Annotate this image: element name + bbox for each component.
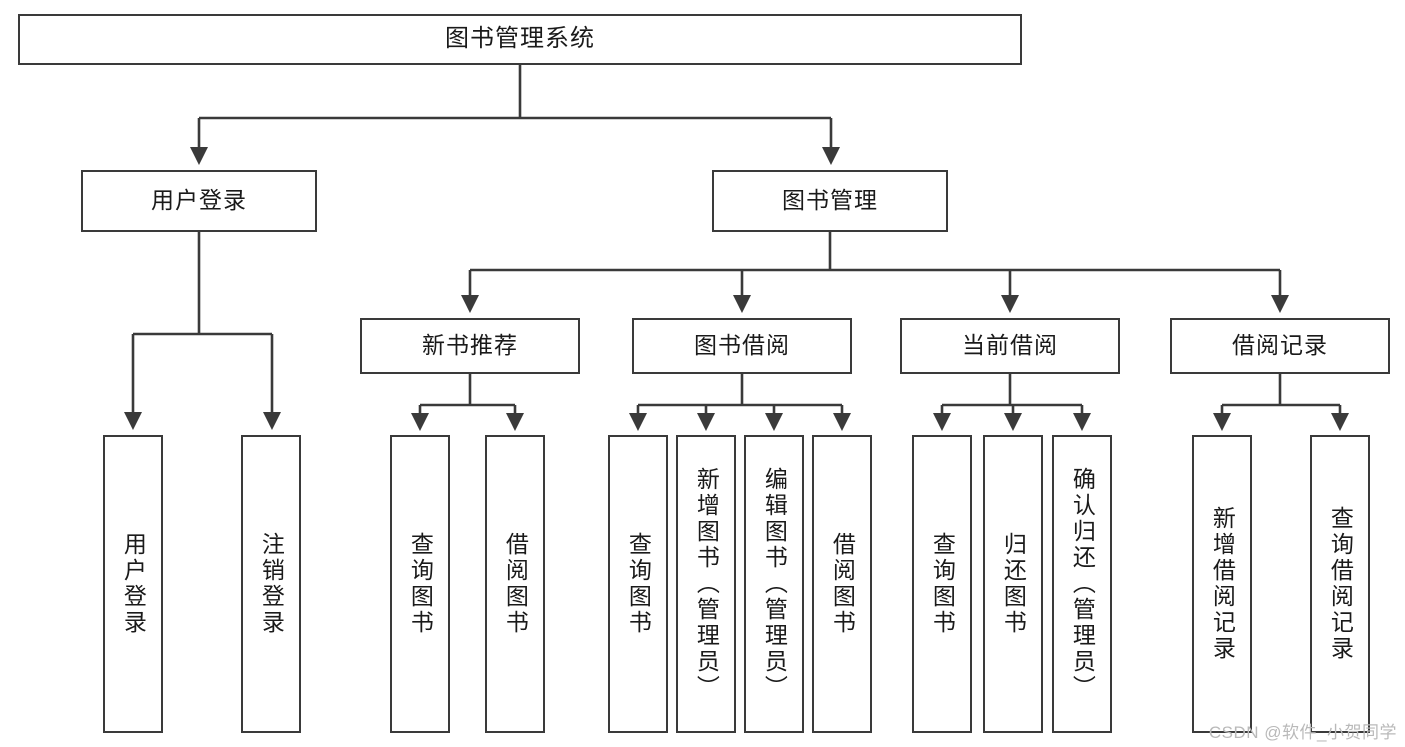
node-user-login-leaf[interactable]: 用户登录 <box>103 435 163 733</box>
node-query-book-3-label: 查询图书 <box>929 532 956 636</box>
node-add-borrow-record[interactable]: 新增借阅记录 <box>1192 435 1252 733</box>
node-current-borrow[interactable]: 当前借阅 <box>900 318 1120 374</box>
node-borrow-record-label: 借阅记录 <box>1232 332 1328 359</box>
node-root[interactable]: 图书管理系统 <box>18 14 1022 65</box>
node-new-book-recommend[interactable]: 新书推荐 <box>360 318 580 374</box>
node-return-book-label: 归还图书 <box>1000 532 1027 636</box>
node-query-book-3[interactable]: 查询图书 <box>912 435 972 733</box>
node-new-book-recommend-label: 新书推荐 <box>422 332 518 359</box>
node-add-borrow-record-label: 新增借阅记录 <box>1209 506 1236 662</box>
node-book-manage-label: 图书管理 <box>782 187 878 214</box>
node-borrow-book-1-label: 借阅图书 <box>502 532 529 636</box>
watermark: CSDN @软件_小贺同学 <box>1208 723 1397 742</box>
node-add-book-admin-label: 新增图书（管理员） <box>693 467 720 701</box>
node-user-login-leaf-label: 用户登录 <box>120 532 147 636</box>
node-confirm-return-admin[interactable]: 确认归还（管理员） <box>1052 435 1112 733</box>
node-edit-book-admin[interactable]: 编辑图书（管理员） <box>744 435 804 733</box>
node-borrow-book-2-label: 借阅图书 <box>829 532 856 636</box>
node-user-login[interactable]: 用户登录 <box>81 170 317 232</box>
node-borrow-book-1[interactable]: 借阅图书 <box>485 435 545 733</box>
node-query-book-2[interactable]: 查询图书 <box>608 435 668 733</box>
node-user-login-label: 用户登录 <box>151 187 247 214</box>
node-query-borrow-record-label: 查询借阅记录 <box>1327 506 1354 662</box>
node-root-label: 图书管理系统 <box>445 25 595 53</box>
node-logout-leaf-label: 注销登录 <box>258 532 285 636</box>
node-edit-book-admin-label: 编辑图书（管理员） <box>761 467 788 701</box>
node-query-book-1-label: 查询图书 <box>407 532 434 636</box>
node-logout-leaf[interactable]: 注销登录 <box>241 435 301 733</box>
node-book-borrow-label: 图书借阅 <box>694 332 790 359</box>
node-borrow-record[interactable]: 借阅记录 <box>1170 318 1390 374</box>
node-borrow-book-2[interactable]: 借阅图书 <box>812 435 872 733</box>
node-add-book-admin[interactable]: 新增图书（管理员） <box>676 435 736 733</box>
node-query-book-1[interactable]: 查询图书 <box>390 435 450 733</box>
node-confirm-return-admin-label: 确认归还（管理员） <box>1069 467 1096 701</box>
node-return-book[interactable]: 归还图书 <box>983 435 1043 733</box>
node-book-manage[interactable]: 图书管理 <box>712 170 948 232</box>
node-query-book-2-label: 查询图书 <box>625 532 652 636</box>
node-query-borrow-record[interactable]: 查询借阅记录 <box>1310 435 1370 733</box>
node-book-borrow[interactable]: 图书借阅 <box>632 318 852 374</box>
node-current-borrow-label: 当前借阅 <box>962 332 1058 359</box>
